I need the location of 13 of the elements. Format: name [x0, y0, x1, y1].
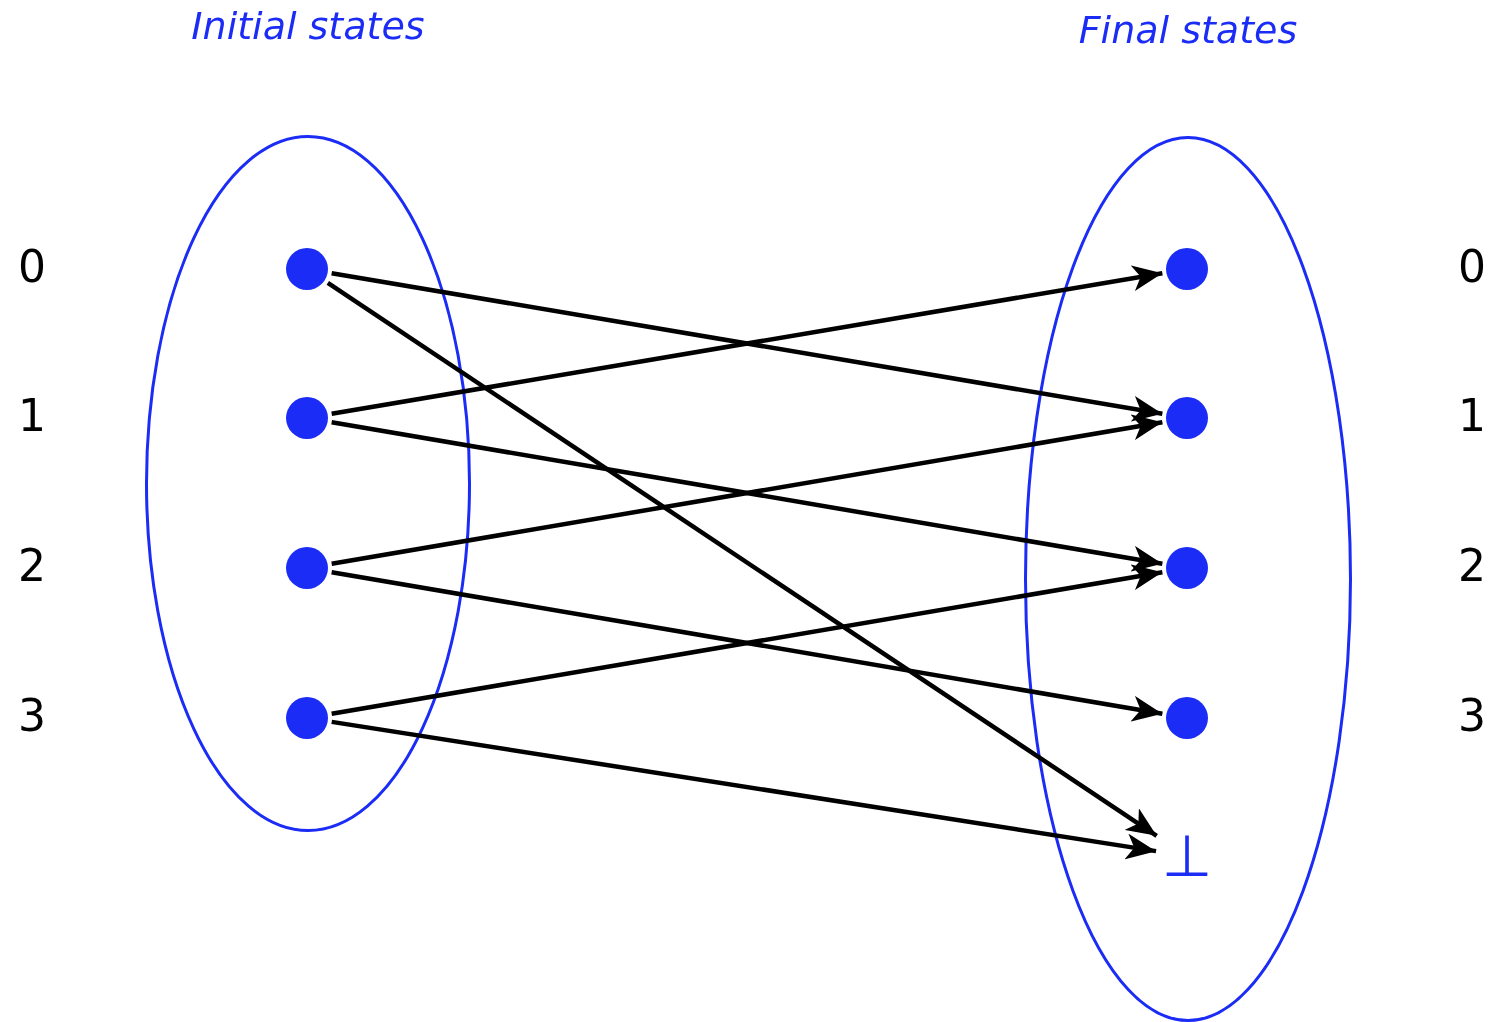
- state-number: 0: [1457, 245, 1487, 289]
- state-number: 1: [17, 394, 47, 438]
- set-heading: Final states: [1077, 8, 1299, 52]
- state-number: 3: [1457, 694, 1487, 738]
- set-heading: Initial states: [190, 4, 426, 48]
- state-number: 2: [1457, 544, 1487, 588]
- arrow: [331, 719, 1157, 860]
- state-number: 0: [17, 245, 47, 289]
- state-number: 3: [17, 694, 47, 738]
- state-number: 1: [1457, 394, 1487, 438]
- arrow: [326, 281, 1158, 838]
- bottom-state-symbol: ⊥: [1161, 827, 1213, 885]
- state-number: 2: [17, 544, 47, 588]
